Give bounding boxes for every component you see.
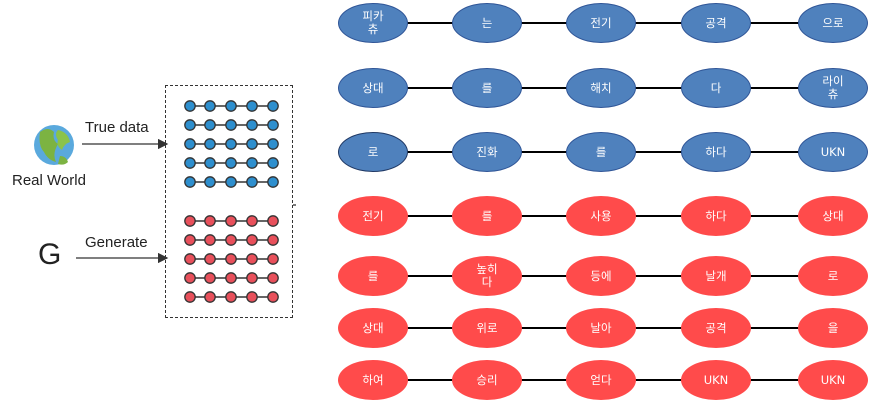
generate-label: Generate bbox=[85, 234, 148, 251]
real-token-dot bbox=[184, 157, 196, 169]
fake-token-dot bbox=[246, 272, 258, 284]
fake-word-node: 등에 bbox=[566, 256, 636, 296]
globe-icon bbox=[34, 125, 74, 165]
real-word-node: 하다 bbox=[681, 132, 751, 172]
real-word-node: 전기 bbox=[566, 3, 636, 43]
fake-word-node: 로 bbox=[798, 256, 868, 296]
fake-token-dot bbox=[204, 291, 216, 303]
fake-token-dot bbox=[184, 291, 196, 303]
fake-word-node: 를 bbox=[452, 196, 522, 236]
real-word-node: 피카 츄 bbox=[338, 3, 408, 43]
real-token-dot bbox=[225, 157, 237, 169]
real-token-dot bbox=[184, 138, 196, 150]
real-word-node: 를 bbox=[452, 68, 522, 108]
fake-token-dot bbox=[184, 215, 196, 227]
fake-token-dot bbox=[246, 253, 258, 265]
fake-token-dot bbox=[204, 272, 216, 284]
fake-word-node: UKN bbox=[798, 360, 868, 400]
fake-word-node: 전기 bbox=[338, 196, 408, 236]
fake-token-dot bbox=[184, 253, 196, 265]
real-word-node: 진화 bbox=[452, 132, 522, 172]
fake-token-dot bbox=[204, 253, 216, 265]
real-word-node: 는 bbox=[452, 3, 522, 43]
fake-word-node: 공격 bbox=[681, 308, 751, 348]
fake-token-dot bbox=[225, 253, 237, 265]
fake-token-dot bbox=[267, 291, 279, 303]
real-token-dot bbox=[184, 119, 196, 131]
fake-token-dot bbox=[246, 215, 258, 227]
real-token-dot bbox=[246, 157, 258, 169]
real-token-dot bbox=[184, 100, 196, 112]
real-word-node: 공격 bbox=[681, 3, 751, 43]
fake-word-node: 하여 bbox=[338, 360, 408, 400]
real-token-dot bbox=[204, 138, 216, 150]
fake-token-dot bbox=[225, 272, 237, 284]
real-token-dot bbox=[246, 119, 258, 131]
real-token-dot bbox=[267, 100, 279, 112]
real-word-node: 해치 bbox=[566, 68, 636, 108]
fake-word-node: 높히 다 bbox=[452, 256, 522, 296]
fake-word-node: 를 bbox=[338, 256, 408, 296]
fake-token-dot bbox=[204, 234, 216, 246]
real-token-dot bbox=[225, 176, 237, 188]
real-data-sequences bbox=[184, 100, 279, 188]
real-token-dot bbox=[246, 100, 258, 112]
fake-token-dot bbox=[267, 234, 279, 246]
real-token-dot bbox=[225, 138, 237, 150]
fake-word-node: 날개 bbox=[681, 256, 751, 296]
real-token-dot bbox=[204, 100, 216, 112]
real-word-node: 상대 bbox=[338, 68, 408, 108]
fake-word-node: 날아 bbox=[566, 308, 636, 348]
real-word-node: 다 bbox=[681, 68, 751, 108]
fake-word-node: 을 bbox=[798, 308, 868, 348]
left-diagram bbox=[34, 100, 296, 303]
real-token-dot bbox=[204, 176, 216, 188]
fake-word-node: 위로 bbox=[452, 308, 522, 348]
fake-token-dot bbox=[267, 215, 279, 227]
real-token-dot bbox=[246, 138, 258, 150]
generator-label: G bbox=[38, 238, 62, 271]
real-token-dot bbox=[267, 138, 279, 150]
real-token-dot bbox=[184, 176, 196, 188]
fake-word-node: 상대 bbox=[338, 308, 408, 348]
real-word-node: 으로 bbox=[798, 3, 868, 43]
real-word-node: 라이 츄 bbox=[798, 68, 868, 108]
real-token-dot bbox=[267, 176, 279, 188]
real-world-label: Real World bbox=[12, 172, 86, 189]
fake-token-dot bbox=[184, 272, 196, 284]
fake-token-dot bbox=[267, 272, 279, 284]
fake-token-dot bbox=[225, 215, 237, 227]
real-word-node: 로 bbox=[338, 132, 408, 172]
fake-token-dot bbox=[246, 234, 258, 246]
fake-token-dot bbox=[246, 291, 258, 303]
fake-token-dot bbox=[225, 234, 237, 246]
fake-word-node: 사용 bbox=[566, 196, 636, 236]
generated-sequences bbox=[184, 215, 279, 303]
real-token-dot bbox=[267, 157, 279, 169]
real-token-dot bbox=[246, 176, 258, 188]
real-token-dot bbox=[204, 119, 216, 131]
fake-word-node: 상대 bbox=[798, 196, 868, 236]
fake-word-node: UKN bbox=[681, 360, 751, 400]
fake-token-dot bbox=[267, 253, 279, 265]
fake-word-node: 하다 bbox=[681, 196, 751, 236]
real-word-node: 를 bbox=[566, 132, 636, 172]
fake-token-dot bbox=[225, 291, 237, 303]
real-token-dot bbox=[225, 119, 237, 131]
real-word-node: UKN bbox=[798, 132, 868, 172]
fake-token-dot bbox=[184, 234, 196, 246]
real-token-dot bbox=[267, 119, 279, 131]
real-token-dot bbox=[225, 100, 237, 112]
real-token-dot bbox=[204, 157, 216, 169]
fake-word-node: 얻다 bbox=[566, 360, 636, 400]
fake-token-dot bbox=[204, 215, 216, 227]
true-data-label: True data bbox=[85, 119, 149, 136]
sequence-box bbox=[165, 85, 293, 318]
fake-word-node: 승리 bbox=[452, 360, 522, 400]
